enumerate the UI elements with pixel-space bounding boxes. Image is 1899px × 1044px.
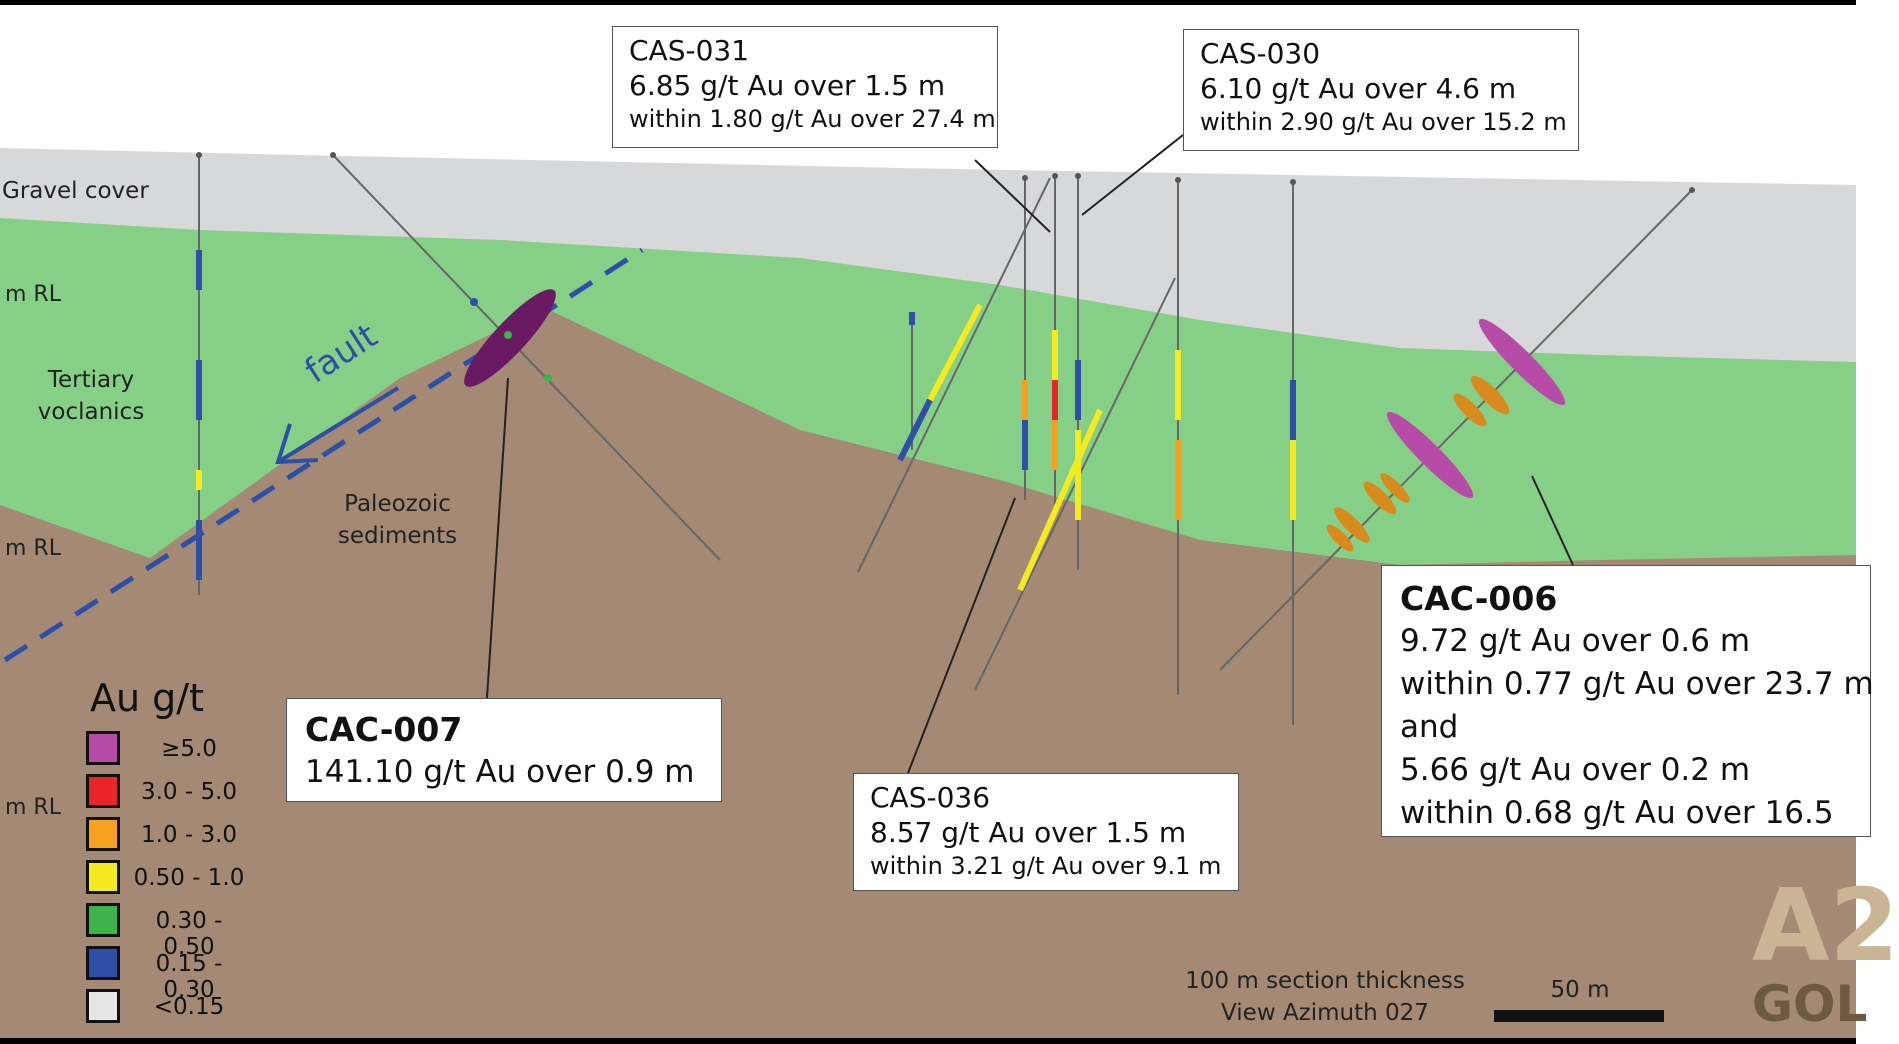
view-azimuth-label: View Azimuth 027 [1221,1000,1429,1026]
callout-line: 8.57 g/t Au over 1.5 m [870,816,1187,849]
callout-cas036: CAS-036 8.57 g/t Au over 1.5 m within 3.… [853,773,1239,891]
drill-hole [857,177,1051,573]
legend-label: 0.15 - 0.30 [155,951,223,1003]
callout-line: within 0.68 g/t Au over 16.5 [1400,795,1834,831]
legend-label: <0.15 [153,994,225,1020]
callout-line: within 3.21 g/t Au over 9.1 m [870,852,1222,880]
callout-line: 5.66 g/t Au over 0.2 m [1400,752,1751,788]
callout-cas030: CAS-030 6.10 g/t Au over 4.6 m within 2.… [1183,29,1579,151]
legend-swatch [86,817,120,851]
legend-swatch [86,774,120,808]
section-thickness-label: 100 m section thickness [1185,968,1465,994]
callout-title: CAS-036 [870,781,991,814]
cac006-intercept [1478,318,1566,406]
scale-bar [1494,1010,1664,1022]
company-logo-text: GOL [1752,975,1868,1033]
legend-swatch [86,860,120,894]
fault-arrow-icon [275,386,400,465]
callout-cas031: CAS-031 6.85 g/t Au over 1.5 m within 1.… [612,26,998,148]
legend-swatch [86,989,120,1023]
legend-label: 0.30 - 0.50 [155,908,223,960]
legend-swatch [86,903,120,937]
callout-line: 141.10 g/t Au over 0.9 m [305,754,695,790]
drill-hole [332,154,721,561]
cac006-intercept [1386,411,1474,499]
callout-title: CAC-007 [305,710,463,749]
callout-cac007: CAC-007 141.10 g/t Au over 0.9 m [286,698,722,802]
callout-line: 6.10 g/t Au over 4.6 m [1200,72,1517,105]
legend-label: 0.50 - 1.0 [133,865,245,891]
callout-line: within 1.80 g/t Au over 27.4 m [629,105,996,133]
callout-line: 9.72 g/t Au over 0.6 m [1400,623,1751,659]
rl-label: m RL [5,536,61,561]
callout-cac006: CAC-006 9.72 g/t Au over 0.6 m within 0.… [1381,565,1874,837]
legend-swatch [86,946,120,980]
legend-label: ≥5.0 [161,736,217,762]
scale-bar-label: 50 m [1550,977,1610,1003]
top-frame [0,0,1856,5]
bottom-frame [0,1038,1856,1044]
collars [196,152,1695,193]
drill-hole [1219,189,1693,671]
sediments-layer [0,308,1856,1038]
callout-title: CAS-030 [1200,37,1321,70]
legend-swatch [86,731,120,765]
callout-title: CAC-006 [1400,579,1558,618]
assay-intervals [196,250,1296,592]
callout-line: within 0.77 g/t Au over 23.7 m [1400,666,1874,702]
gravel-cover-label: Gravel cover [2,178,149,204]
legend-label: 1.0 - 3.0 [140,822,238,848]
cac006-assays [1326,375,1510,552]
callout-line: within 2.90 g/t Au over 15.2 m [1200,108,1567,136]
callout-line: 6.85 g/t Au over 1.5 m [629,69,946,102]
rl-label: m RL [5,795,61,820]
callout-line: and [1400,709,1459,745]
rl-label: m RL [5,282,61,307]
legend-label: 3.0 - 5.0 [140,779,238,805]
company-logo: A2 [1752,867,1899,984]
leader-lines [486,134,1574,774]
callout-title: CAS-031 [629,34,750,67]
legend-title: Au g/t [90,676,204,720]
